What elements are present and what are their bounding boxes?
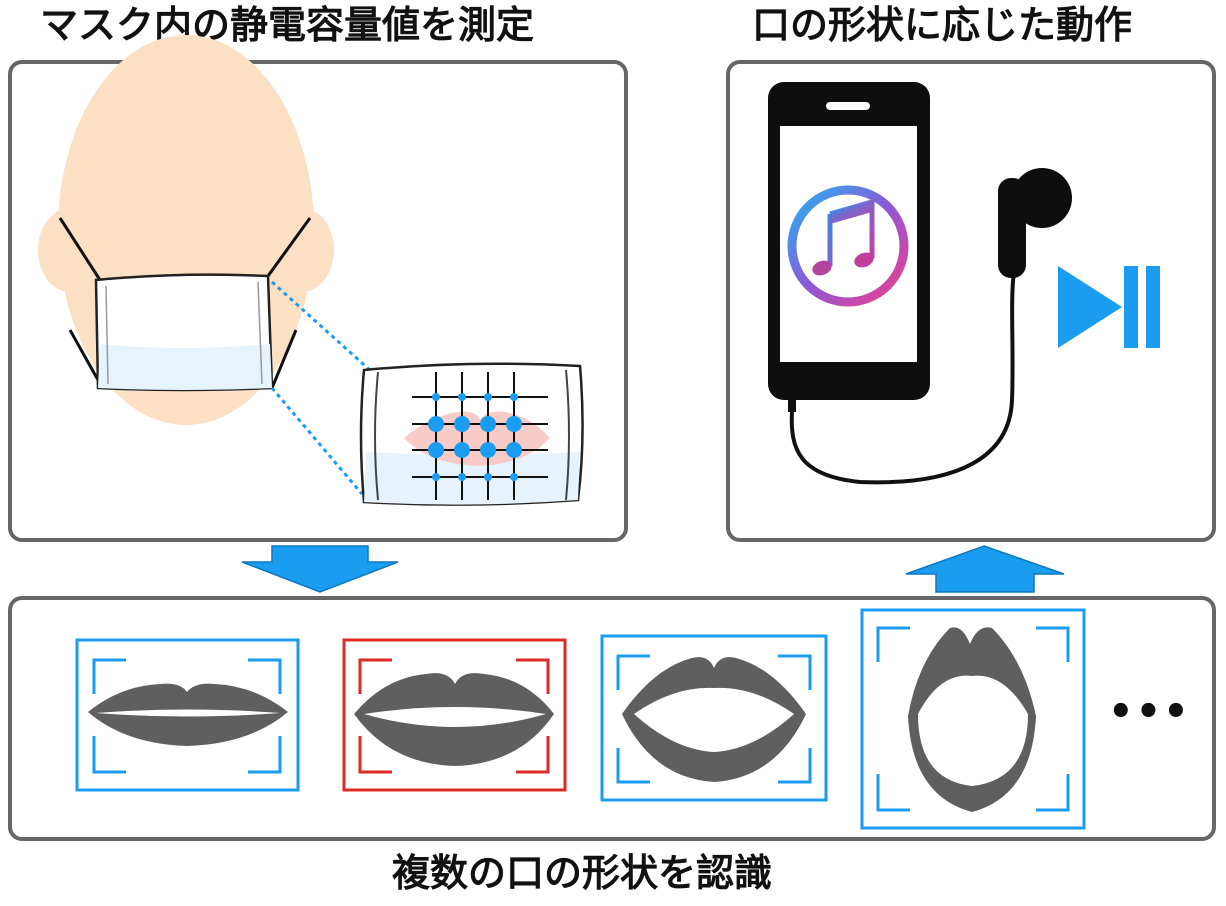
more-shapes-ellipsis: •••	[1108, 689, 1191, 735]
mouth-shape-open-tall	[860, 608, 1086, 830]
down-arrow-icon	[241, 545, 399, 593]
electrode-points	[428, 393, 522, 481]
mask-strap-left	[58, 217, 102, 381]
mouth-shape-closed	[75, 638, 300, 792]
zoom-line-bottom	[270, 387, 364, 495]
mouth-shape-open-wide	[600, 634, 828, 802]
up-arrow-icon	[905, 545, 1065, 593]
recognize-title: 複数の口の形状を認識	[392, 851, 773, 895]
mask-sensor-zoom	[359, 362, 584, 506]
earphone-icon	[998, 168, 1072, 278]
play-pause-icon	[1058, 266, 1160, 348]
mouth-shape-slightly-open	[342, 638, 567, 792]
action-title: 口の形状に応じた動作	[752, 3, 1133, 47]
mask-strap-right	[266, 217, 312, 389]
earphone-cable	[789, 271, 1016, 485]
music-note-icon	[787, 185, 909, 307]
smartphone-icon	[768, 82, 930, 412]
zoom-line-top	[270, 280, 374, 374]
measure-title: マスク内の静電容量値を測定	[40, 3, 535, 47]
head-with-mask	[38, 35, 374, 495]
